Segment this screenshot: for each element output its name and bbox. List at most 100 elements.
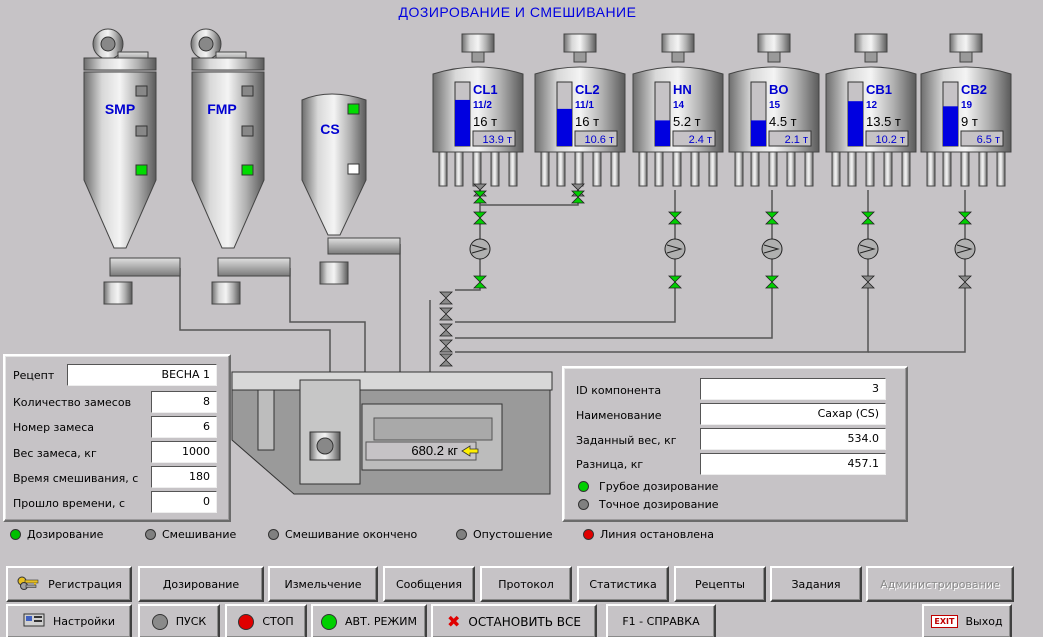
grinding-label: Измельчение <box>284 577 362 591</box>
fine-dosing-status: Точное дозирование <box>578 498 719 511</box>
tank-name: HN <box>673 82 692 97</box>
tank-amount: 4.5 т <box>769 114 797 129</box>
exit-button[interactable]: EXIT Выход <box>922 604 1012 637</box>
valve-icon <box>439 353 453 367</box>
statistics-button[interactable]: Статистика <box>577 566 669 602</box>
mixer <box>231 371 553 495</box>
pipe-hn <box>455 190 676 323</box>
fine-dosing-label: Точное дозирование <box>599 498 719 511</box>
log-button[interactable]: Протокол <box>480 566 572 602</box>
recipe-panel: Рецепт ВЕСНА 1 Количество замесов 8 Номе… <box>3 354 231 522</box>
silo-cs: CS <box>301 93 401 285</box>
messages-label: Сообщения <box>395 577 462 591</box>
batches-field[interactable]: 8 <box>151 391 217 413</box>
component-id-field[interactable]: 3 <box>700 378 886 400</box>
tank-capacity: 10.2 т <box>875 134 905 146</box>
tasks-button[interactable]: Задания <box>770 566 862 602</box>
valve-icon <box>473 190 487 204</box>
tank-capacity: 13.9 т <box>482 134 512 146</box>
help-button[interactable]: F1 - СПРАВКА <box>606 604 716 637</box>
tank-name: BO <box>769 82 789 97</box>
status-lamp-icon <box>145 529 156 540</box>
recipes-button[interactable]: Рецепты <box>674 566 766 602</box>
valve-icon <box>473 211 487 225</box>
exit-label: Выход <box>965 615 1003 628</box>
log-label: Протокол <box>498 577 554 591</box>
grinding-button[interactable]: Измельчение <box>268 566 378 602</box>
legend-mixing-done: Смешивание окончено <box>268 528 417 541</box>
dosing-label: Дозирование <box>162 577 240 591</box>
recipe-field[interactable]: ВЕСНА 1 <box>67 364 217 386</box>
tank-name: CB2 <box>961 82 987 97</box>
start-button[interactable]: ПУСК <box>138 604 220 637</box>
messages-button[interactable]: Сообщения <box>383 566 475 602</box>
status-lamp-icon <box>268 529 279 540</box>
dosing-button[interactable]: Дозирование <box>138 566 264 602</box>
pipes <box>179 190 966 372</box>
legend-label: Смешивание <box>162 528 237 541</box>
legend-dosing: Дозирование <box>10 528 103 541</box>
tank-code: 12 <box>866 100 878 111</box>
tank-level-bar <box>751 120 766 146</box>
keys-icon <box>16 574 40 595</box>
mixer-weight: 680.2 кг <box>411 443 458 458</box>
auto-mode-button[interactable]: АВТ. РЕЖИМ <box>311 604 427 637</box>
mix-time-label: Время смешивания, с <box>13 472 139 485</box>
auto-lamp-icon <box>321 613 338 630</box>
legend-emptying: Опустошение <box>456 528 553 541</box>
valve-icon <box>765 211 779 225</box>
valve-icon <box>958 211 972 225</box>
registration-button[interactable]: Регистрация <box>6 566 132 602</box>
valve-icon <box>439 323 453 337</box>
legend-line-stopped: Линия остановлена <box>583 528 714 541</box>
batch-number-field[interactable]: 6 <box>151 416 217 438</box>
tank-code: 14 <box>673 100 685 111</box>
administration-button[interactable]: Администрирование <box>866 566 1014 602</box>
elapsed-field[interactable]: 0 <box>151 491 217 513</box>
tasks-label: Задания <box>791 577 841 591</box>
component-name-label: Наименование <box>576 409 662 422</box>
tank-amount: 9 т <box>961 114 978 129</box>
pump-icon <box>954 238 976 260</box>
start-lamp-icon <box>151 613 168 630</box>
tank-amount: 16 т <box>575 114 599 129</box>
tank-capacity: 10.6 т <box>584 134 614 146</box>
legend-label: Линия остановлена <box>600 528 714 541</box>
stop-all-label: ОСТАНОВИТЬ ВСЕ <box>468 614 582 629</box>
start-label: ПУСК <box>175 615 207 628</box>
silo-fmp: FMP <box>190 28 291 305</box>
stop-all-button[interactable]: ✖ ОСТАНОВИТЬ ВСЕ <box>431 604 597 637</box>
elapsed-label: Прошло времени, с <box>13 497 125 510</box>
pipe-cl2 <box>480 190 579 206</box>
tank-level-bar <box>655 120 670 146</box>
tank-name: CL2 <box>575 82 600 97</box>
coarse-dosing-status: Грубое дозирование <box>578 480 718 493</box>
valve-icon <box>861 275 875 289</box>
pipe-fmp <box>289 268 366 372</box>
settings-button[interactable]: Настройки <box>6 604 132 637</box>
valve-icon <box>439 291 453 305</box>
component-name-field[interactable]: Сахар (CS) <box>700 403 886 425</box>
tank-cl2: CL2 11/1 16 т 10.6 т <box>534 33 626 187</box>
pump-icon <box>857 238 879 260</box>
tank-code: 11/1 <box>575 100 594 111</box>
difference-field[interactable]: 457.1 <box>700 453 886 475</box>
valve-icon <box>668 275 682 289</box>
target-weight-field[interactable]: 534.0 <box>700 428 886 450</box>
tank-amount: 13.5 т <box>866 114 901 129</box>
mix-time-field[interactable]: 180 <box>151 466 217 488</box>
dosing-lines <box>469 183 976 289</box>
stop-button[interactable]: СТОП <box>225 604 307 637</box>
batch-weight-field[interactable]: 1000 <box>151 441 217 463</box>
batches-label: Количество замесов <box>13 396 132 409</box>
tank-level-bar <box>557 108 572 146</box>
pump-icon <box>664 238 686 260</box>
valve-icon <box>571 190 585 204</box>
valve-icon <box>439 339 453 353</box>
